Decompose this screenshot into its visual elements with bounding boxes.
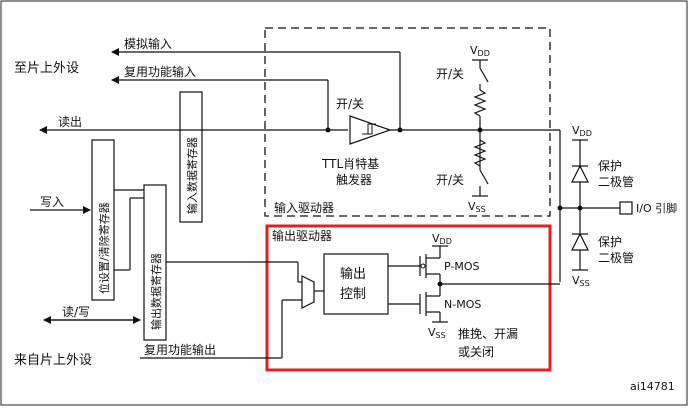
switch-bottom-label: 开/关 (436, 173, 464, 187)
io-pin-icon (619, 201, 633, 215)
bit-set-reset-register-label: 位设置/清除寄存器 (97, 202, 111, 294)
bit-set-reset-register-box (91, 139, 115, 301)
hysteresis-icon (362, 123, 376, 135)
read-out-label: 读出 (58, 115, 82, 129)
protect-label-2: 保护 (598, 235, 622, 249)
read-write-label: 读/写 (62, 305, 90, 319)
write-in-label: 写入 (40, 195, 64, 209)
protect-label-1: 保护 (598, 159, 622, 173)
switch-mid-label: 开/关 (336, 97, 364, 111)
vdd-right-label: VDD (572, 124, 592, 138)
pmos-label: P-MOS (444, 260, 480, 273)
switch-bottom-icon (479, 169, 489, 185)
diode-label-1: 二极管 (598, 174, 634, 189)
pmos-bubble-icon (420, 263, 426, 269)
vdd-top-label: VDD (470, 44, 490, 58)
output-control-label-2: 控制 (340, 287, 366, 302)
ttl-schmitt-label-2: 触发器 (336, 172, 372, 187)
alt-func-input-label: 复用功能输入 (124, 64, 196, 79)
from-peripheral-label: 来自片上外设 (14, 353, 92, 368)
io-pin-label: I/O 引脚 (636, 201, 677, 215)
input-data-register-box (179, 91, 203, 223)
output-driver-box (265, 224, 552, 372)
nmos-label: N-MOS (444, 298, 481, 311)
figure-id-label: ai14781 (630, 380, 675, 393)
mux-icon (301, 275, 315, 309)
push-pull-label-2: 或关闭 (458, 345, 494, 359)
vdd-mos-label: VDD (432, 232, 452, 246)
protection-diode-bottom-icon (571, 232, 589, 251)
output-control-box (323, 253, 389, 315)
diode-label-2: 二极管 (598, 250, 634, 265)
to-peripheral-label: 至片上外设 (14, 61, 79, 76)
schmitt-trigger-icon (349, 115, 392, 145)
switch-top-icon (479, 67, 489, 83)
switch-top-label: 开/关 (436, 67, 464, 81)
junction-dot (325, 127, 331, 133)
protection-diode-top-icon (571, 164, 589, 183)
input-driver-label: 输入驱动器 (274, 200, 334, 215)
junction-dot (397, 127, 403, 133)
vss-top-label: VSS (468, 200, 486, 214)
vss-right-label: VSS (572, 274, 590, 288)
pull-down-resistor-icon (473, 139, 487, 167)
input-driver-box (264, 27, 551, 217)
pull-up-resistor-icon (473, 89, 487, 117)
ttl-schmitt-label-1: TTL肖特基 (321, 156, 379, 171)
input-data-register-label: 输入数据寄存器 (185, 137, 199, 214)
output-control-label-1: 输出 (340, 266, 366, 282)
junction-dot (557, 205, 563, 211)
push-pull-label-1: 推挽、开漏 (458, 327, 518, 341)
alt-func-output-label: 复用功能输出 (144, 342, 216, 357)
vss-mos-label: VSS (428, 326, 446, 340)
output-data-register-label: 输出数据寄存器 (149, 253, 163, 330)
analog-input-label: 模拟输入 (124, 36, 172, 51)
output-driver-label: 输出驱动器 (272, 228, 332, 243)
